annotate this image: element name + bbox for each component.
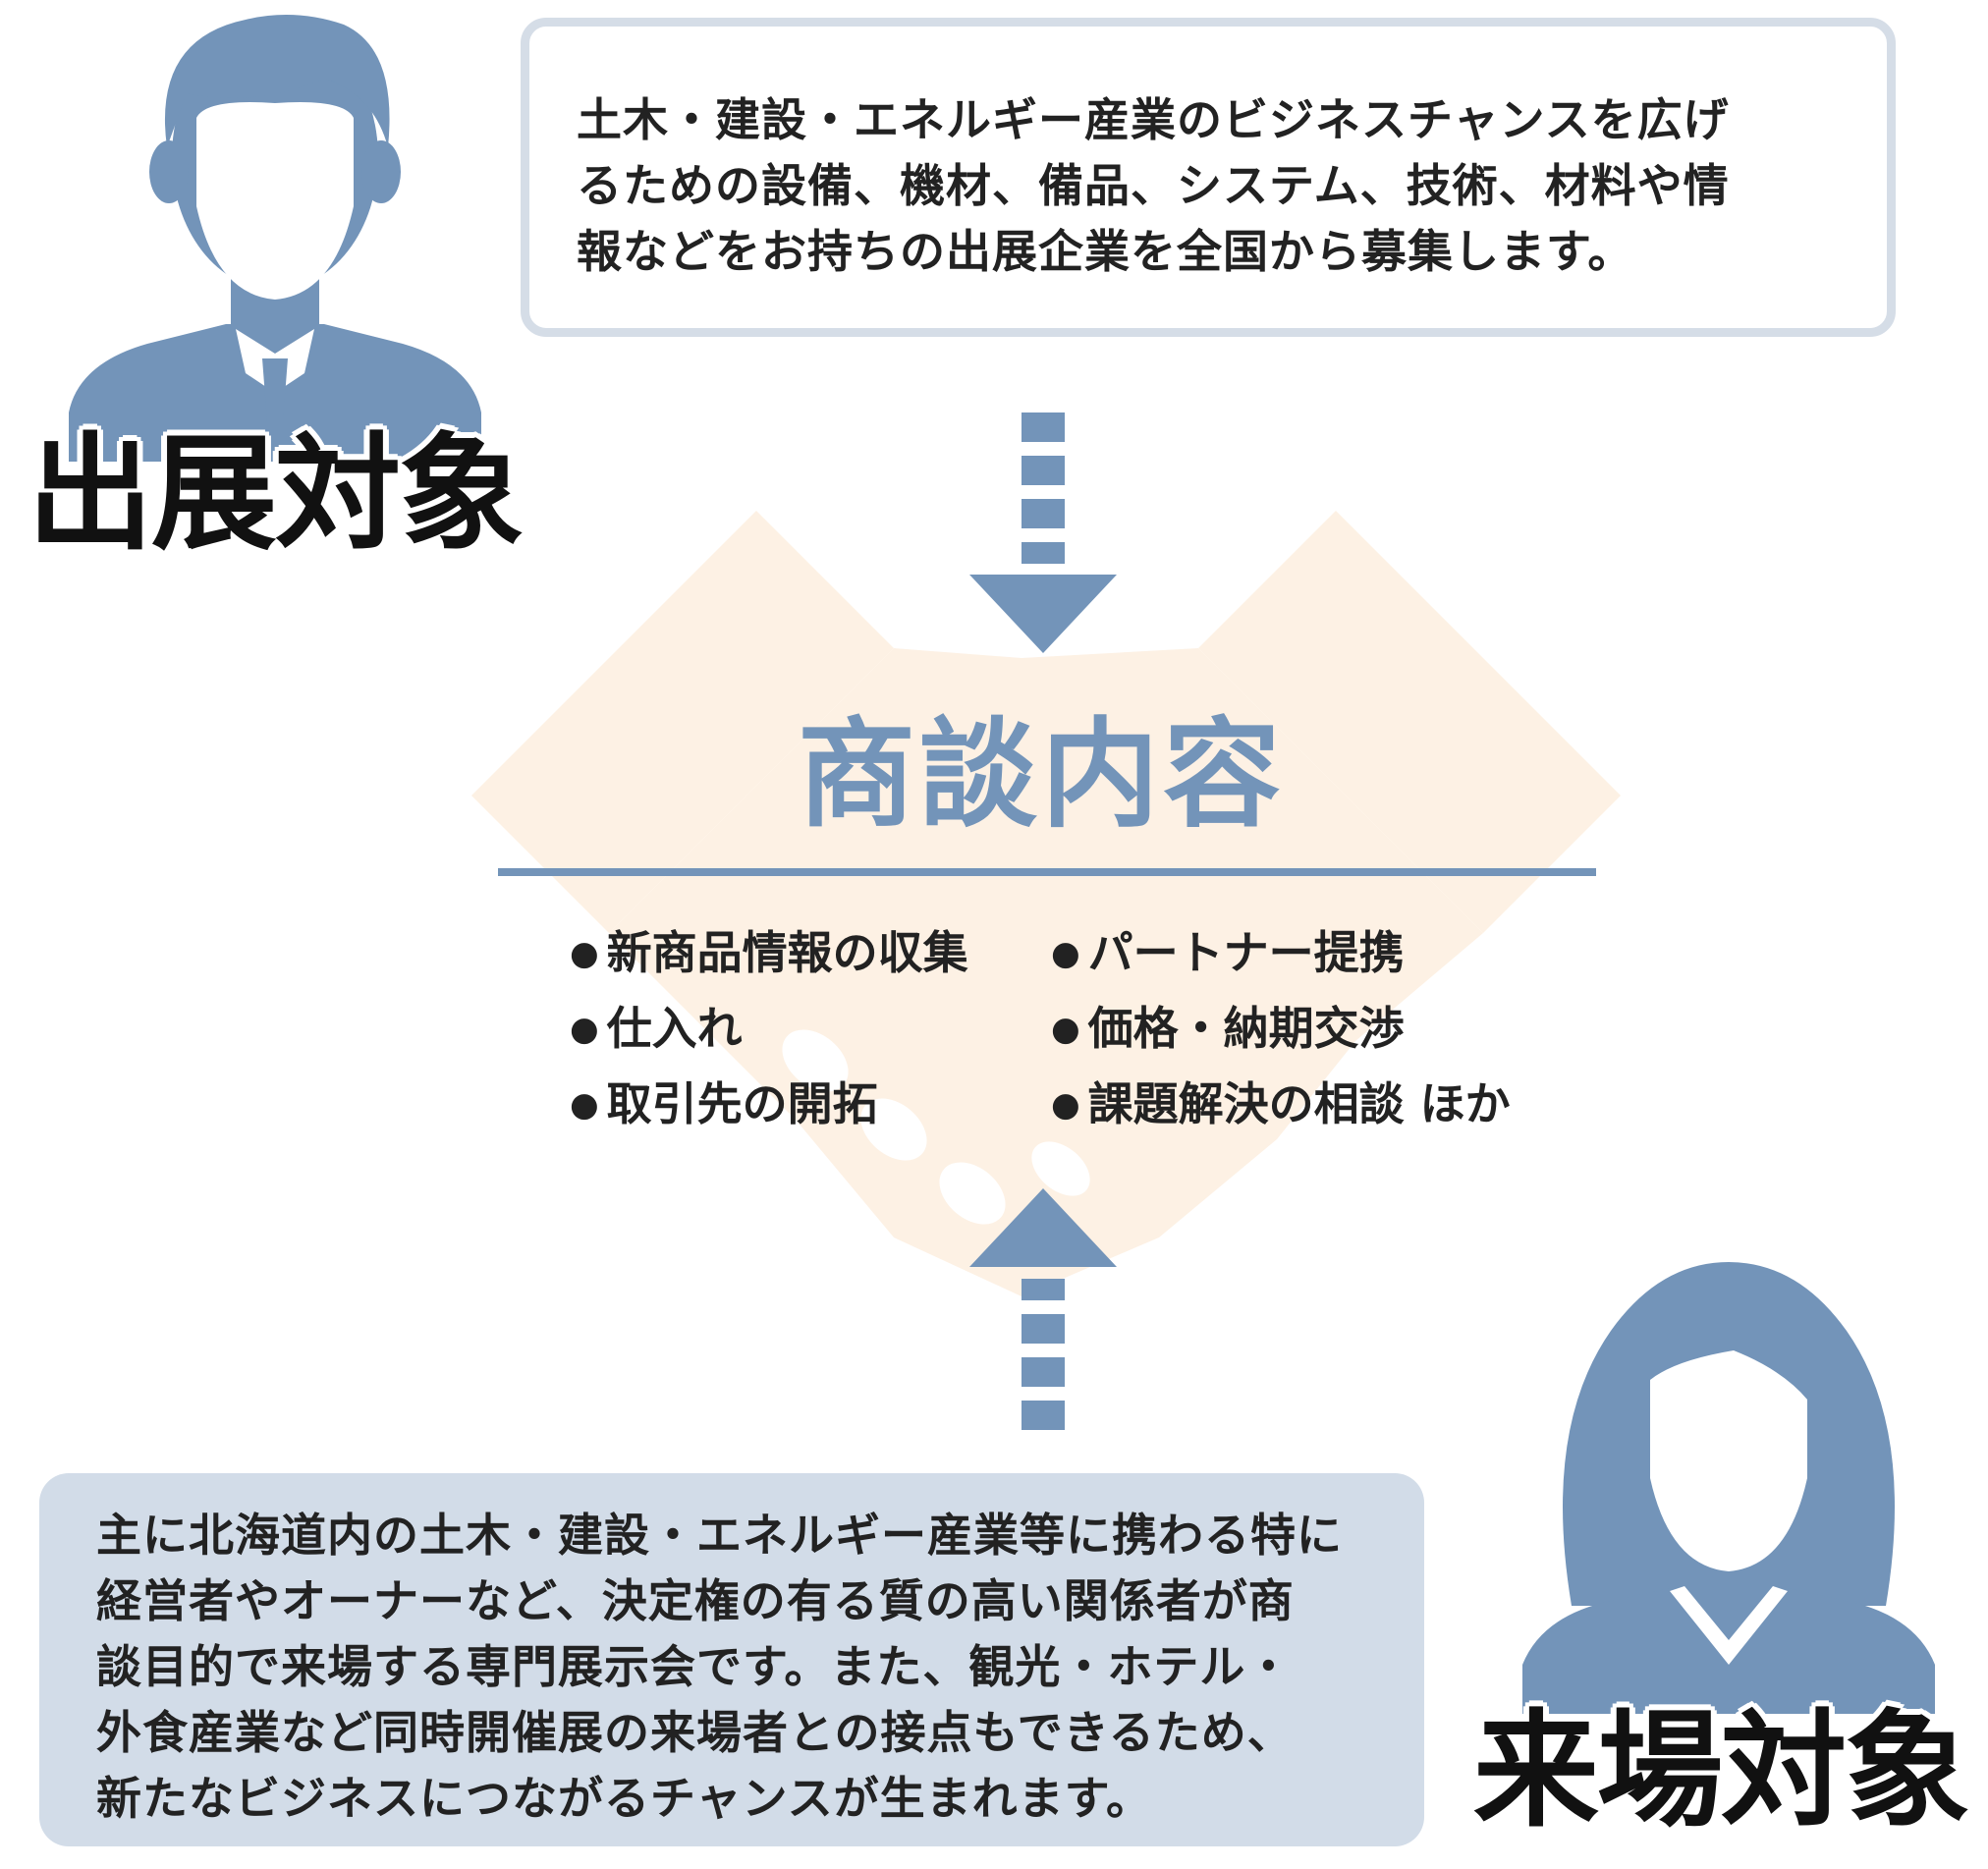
topic-item: パートナー提携 (1051, 923, 1552, 987)
visitor-label: 来場対象 (1473, 1698, 1970, 1844)
exhibitor-description-box: 土木・建設・エネルギー産業のビジネスチャンスを広げ るための設備、機材、備品、シ… (521, 18, 1896, 337)
topic-item: 課題解決の相談 ほか (1051, 1074, 1552, 1138)
exhibitor-line: 報などをお持ちの出展企業を全国から募集します。 (577, 225, 1634, 278)
visitor-description-box: 主に北海道内の土木・建設・エネルギー産業等に携わる特に 経営者やオーナーなど、決… (39, 1473, 1424, 1846)
visitor-line: 経営者やオーナーなど、決定権の有る質の高い関係者が商 (96, 1574, 1295, 1627)
topic-item: 価格・納期交渉 (1051, 999, 1552, 1063)
visitor-line: 主に北海道内の土木・建設・エネルギー産業等に携わる特に (96, 1509, 1343, 1562)
exhibitor-line: るための設備、機材、備品、システム、技術、材料や情 (577, 159, 1730, 212)
male-person-icon (69, 15, 481, 462)
topic-item: 仕入れ (570, 999, 1051, 1063)
title-divider (498, 868, 1596, 876)
down-arrow-icon (969, 412, 1117, 653)
visitor-line: 談目的で来場する専門展示会です。また、観光・ホテル・ (96, 1640, 1293, 1693)
up-arrow-icon (969, 1188, 1117, 1430)
female-person-icon (1522, 1262, 1935, 1714)
exhibitor-label: 出展対象 (28, 421, 525, 568)
visitor-line: 新たなビジネスにつながるチャンスが生まれます。 (96, 1772, 1153, 1825)
negotiation-topics: 新商品情報の収集 パートナー提携 仕入れ 価格・納期交渉 取引先の開拓 課題解決… (570, 923, 1552, 1138)
topic-item: 取引先の開拓 (570, 1074, 1051, 1138)
topic-item: 新商品情報の収集 (570, 923, 1051, 987)
negotiation-title: 商談内容 (798, 707, 1285, 844)
exhibitor-line: 土木・建設・エネルギー産業のビジネスチャンスを広げ (577, 93, 1730, 146)
visitor-line: 外食産業など同時開催展の来場者との接点もできるため、 (96, 1706, 1294, 1759)
